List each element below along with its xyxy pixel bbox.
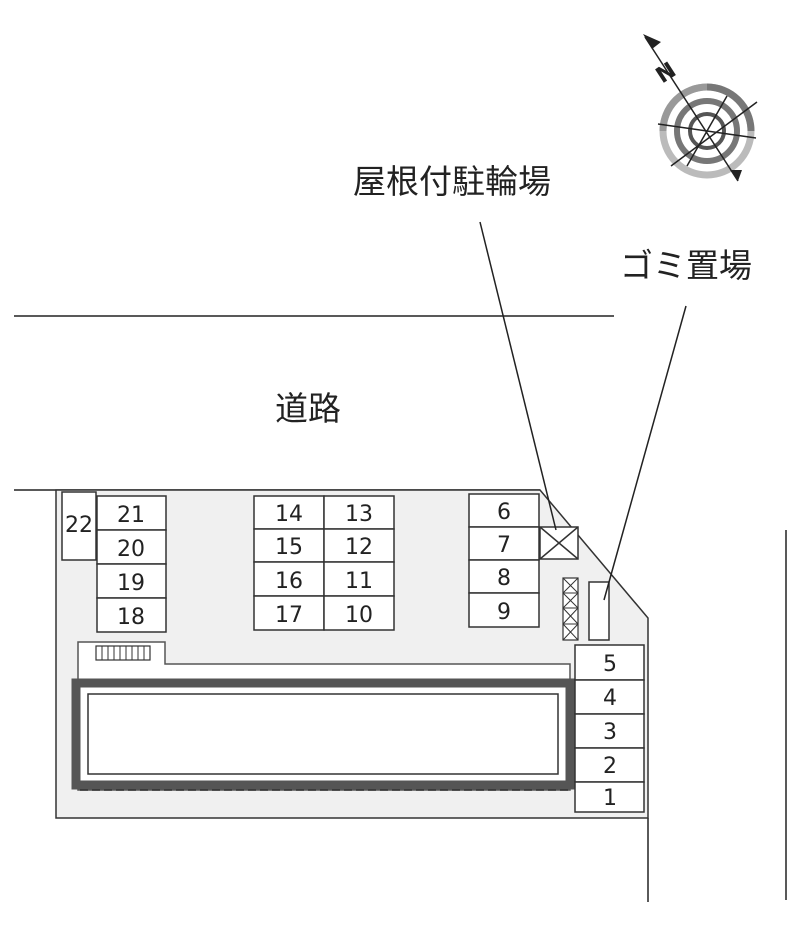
- parking-space-17: [253, 595, 325, 631]
- road-label: 道路: [275, 389, 341, 428]
- parking-space-19: [96, 563, 167, 599]
- parking-space-8-label: 8: [497, 566, 511, 591]
- parking-space-6: [468, 493, 540, 528]
- parking-space-12: [323, 528, 395, 563]
- parking-space-20-label: 20: [117, 537, 145, 562]
- parking-space-10-label: 10: [345, 603, 373, 628]
- parking-space-15-label: 15: [275, 535, 303, 560]
- garbage-area-box: [588, 581, 610, 641]
- parking-space-10: [323, 595, 395, 631]
- parking-space-7-label: 7: [497, 533, 511, 558]
- parking-space-5: [574, 644, 645, 681]
- parking-space-13-label: 13: [345, 502, 373, 527]
- parking-space-9: [468, 592, 540, 628]
- parking-space-2: [574, 747, 645, 783]
- parking-space-3-label: 3: [603, 720, 617, 745]
- parking-space-1-label: 1: [603, 786, 617, 811]
- parking-space-12-label: 12: [345, 535, 373, 560]
- parking-space-16-label: 16: [275, 569, 303, 594]
- parking-space-15: [253, 528, 325, 563]
- parking-space-5-label: 5: [603, 652, 617, 677]
- compass-rose-icon: N: [643, 34, 758, 182]
- parking-space-19-label: 19: [117, 571, 145, 596]
- parking-space-21-label: 21: [117, 503, 145, 528]
- building-wall: [71, 678, 575, 790]
- parking-space-18-label: 18: [117, 605, 145, 630]
- bicycle-parking-leader: [479, 221, 557, 531]
- parking-space-11: [323, 561, 395, 597]
- compass-north-label: N: [652, 58, 681, 89]
- parking-space-2-label: 2: [603, 754, 617, 779]
- parking-space-18: [96, 597, 167, 633]
- building-interior: [87, 693, 559, 775]
- bike-rack-icon: [562, 577, 579, 641]
- garbage-area-leader: [603, 305, 687, 601]
- parking-space-7: [468, 526, 540, 561]
- parking-space-21: [96, 495, 167, 531]
- entrance-grate-icon: [95, 645, 151, 661]
- parking-space-6-label: 6: [497, 500, 511, 525]
- parking-space-22-label: 22: [65, 513, 93, 538]
- bicycle-parking-label: 屋根付駐輪場: [353, 162, 551, 201]
- parking-space-22: [61, 491, 97, 561]
- parking-space-1: [574, 781, 645, 813]
- parking-space-4: [574, 679, 645, 715]
- parking-space-13: [323, 495, 395, 530]
- parking-space-4-label: 4: [603, 686, 617, 711]
- parking-space-14-label: 14: [275, 502, 303, 527]
- garbage-area-label: ゴミ置場: [620, 246, 752, 285]
- parking-space-11-label: 11: [345, 569, 373, 594]
- parking-space-17-label: 17: [275, 603, 303, 628]
- parking-space-20: [96, 529, 167, 565]
- parking-space-8: [468, 559, 540, 594]
- parking-space-9-label: 9: [497, 600, 511, 625]
- bicycle-shelter-icon: [539, 526, 579, 560]
